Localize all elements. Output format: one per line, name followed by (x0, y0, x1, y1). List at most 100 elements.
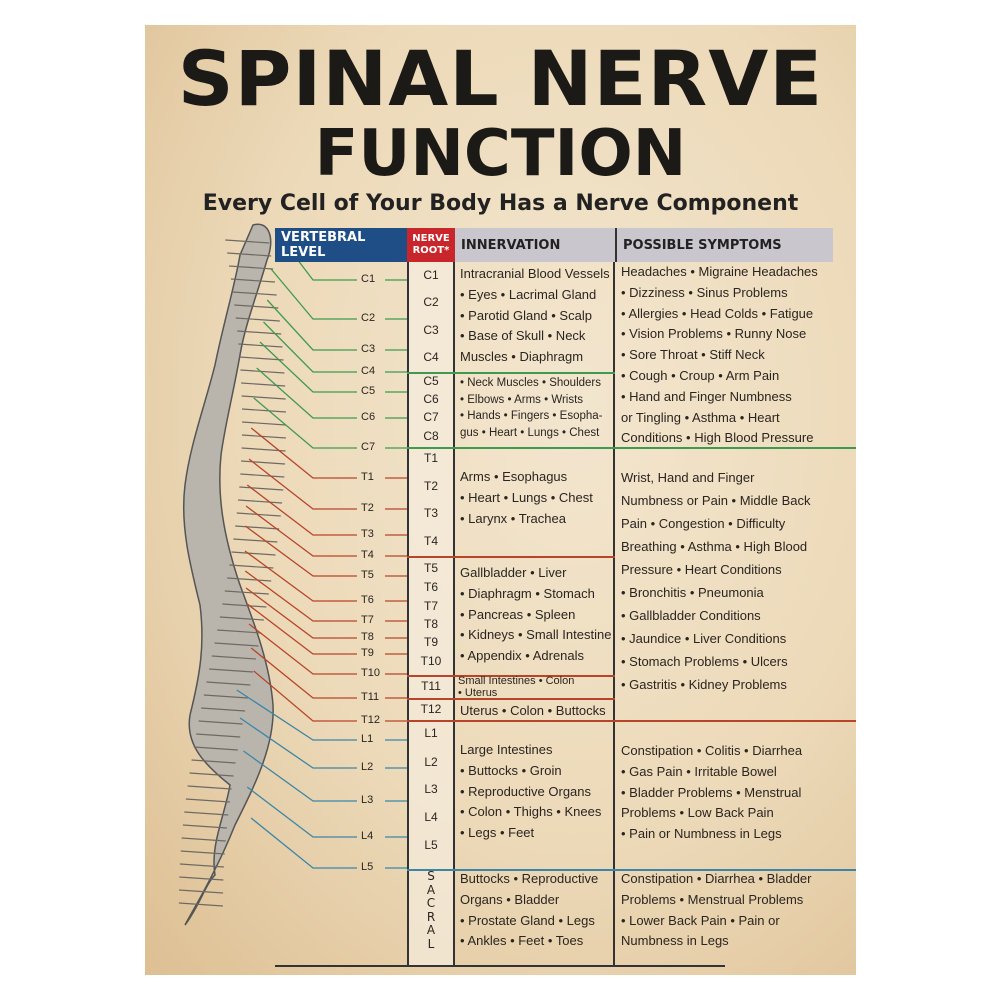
text-line: Numbness or Pain • Middle Back (621, 493, 811, 508)
text-line: Large Intestines (460, 742, 553, 757)
text-line: • Reproductive Organs (460, 783, 592, 799)
innervation-t12: Uterus • Colon • Buttocks (460, 702, 606, 720)
text-line: Headaches • Migraine Headaches (621, 264, 818, 279)
leader-line-c2 (270, 268, 357, 320)
nerve-root-l1: L1 (424, 726, 438, 740)
vertebra-ridge (187, 785, 232, 790)
row-divider (407, 675, 615, 677)
sacral-letter: S (427, 869, 435, 883)
vertebra-ridge (219, 616, 264, 621)
text-line: Intracranial Blood Vessels (460, 266, 610, 281)
vertebra-ridge (232, 291, 277, 296)
text-line: Uterus • Colon • Buttocks (460, 703, 606, 718)
vertebra-ridge (206, 681, 251, 686)
leader-line-t12 (253, 670, 357, 722)
text-line: Gallbladder • Liver (460, 565, 567, 580)
vertebral-label-c2: C2 (361, 312, 376, 324)
text-line: • Larynx • Trachea (460, 511, 566, 526)
vertebra-ridge (239, 486, 284, 491)
text-line: • Hand and Finger Numbness (621, 388, 792, 404)
vertebra-ridge (179, 889, 224, 894)
vertebra-ridge (237, 330, 282, 335)
nerve-root-l5: L5 (424, 838, 438, 852)
text-line: gus • Heart • Lungs • Chest (460, 426, 600, 439)
vertebra-ridge (191, 759, 236, 764)
nerve-root-t7: T7 (423, 599, 438, 613)
text-line: • Allergies • Head Colds • Fatigue (621, 305, 814, 321)
vertebra-ridge (189, 772, 234, 777)
leader-line-t7 (244, 570, 357, 622)
row-divider (407, 698, 615, 700)
text-line: Pressure • Heart Conditions (621, 562, 782, 577)
vertebra-ridge (236, 512, 281, 517)
leader-line-t2 (248, 458, 357, 510)
vertebra-ridge (179, 863, 224, 868)
vertebral-label-t1: T1 (361, 471, 374, 483)
vertebra-ridge (241, 460, 286, 465)
vertebra-ridge (240, 369, 285, 374)
text-line: • Pain or Numbness in Legs (621, 826, 782, 842)
nerve-root-t1: T1 (423, 451, 438, 465)
leader-line-l1 (236, 689, 357, 741)
column-divider (613, 262, 615, 965)
nerve-root-t4: T4 (423, 534, 438, 548)
vertebral-label-c3: C3 (361, 343, 376, 355)
vertebra-ridge (209, 668, 254, 673)
sacral-letter: A (426, 882, 436, 897)
header-nerve-root-line1: NERVE (412, 233, 450, 244)
nerve-root-column (407, 262, 455, 965)
leader-line-l4 (246, 786, 357, 838)
text-line: • Legs • Feet (460, 825, 535, 841)
vertebra-ridge (233, 538, 278, 543)
vertebra-ridge (241, 434, 286, 439)
spine-illustration (178, 223, 407, 926)
title-line-1: SPINAL NERVE (177, 34, 824, 123)
text-line: Wrist, Hand and Finger (621, 470, 755, 485)
innervation-c1-c4: Intracranial Blood Vessels• Eyes • Lacri… (460, 264, 610, 368)
vertebra-ridge (240, 473, 285, 478)
vertebra-ridge (184, 811, 229, 816)
innervation-t1-t4: Arms • Esophagus• Heart • Lungs • Chest•… (460, 466, 593, 529)
vertebra-ridge (231, 551, 276, 556)
vertebra-ridge (196, 733, 241, 738)
vertebra-ridge (193, 746, 238, 751)
vertebral-label-t11: T11 (361, 691, 380, 703)
vertebra-ridge (217, 629, 262, 634)
leader-line-t6 (244, 550, 357, 602)
text-line: • Ankles • Feet • Toes (460, 933, 584, 949)
vertebra-ridge (178, 902, 223, 907)
vertebra-ridge (227, 577, 272, 582)
vertebra-ridge (235, 317, 280, 322)
nerve-root-t6: T6 (423, 580, 438, 594)
vertebra-ridge (181, 837, 226, 842)
leader-line-t4 (245, 505, 357, 557)
leader-line-l3 (243, 750, 357, 802)
row-divider (407, 556, 615, 558)
text-line: • Jaundice • Liver Conditions (621, 631, 787, 646)
leader-line-c4 (263, 321, 357, 373)
vertebra-ridge (238, 499, 283, 504)
text-line: • Lower Back Pain • Pain or (621, 912, 780, 928)
text-line: • Elbows • Arms • Wrists (460, 393, 584, 406)
vertebra-ridge (241, 408, 287, 413)
text-line: Problems • Low Back Pain (621, 805, 774, 821)
nerve-root-t8: T8 (423, 617, 438, 631)
header-innervation: INNERVATION (455, 228, 615, 262)
vertebral-label-t6: T6 (361, 594, 374, 606)
text-line: • Uterus (458, 687, 498, 699)
vertebral-label-t4: T4 (361, 549, 374, 561)
text-line: Conditions • High Blood Pressure (621, 430, 814, 446)
text-line: • Appendix • Adrenals (460, 648, 585, 664)
vertebra-ridge (229, 564, 274, 569)
symptoms-lumbar: Constipation • Colitis • Diarrhea• Gas P… (621, 741, 802, 845)
row-divider (275, 965, 725, 967)
sacral-letter: L (427, 936, 435, 951)
text-line: Problems • Menstrual Problems (621, 891, 804, 907)
nerve-root-t11: T11 (421, 679, 441, 693)
vertebral-label-l5: L5 (361, 861, 374, 873)
vertebral-label-t5: T5 (361, 569, 374, 581)
text-line: Constipation • Colitis • Diarrhea (621, 743, 803, 758)
vertebra-ridge (238, 343, 283, 348)
nerve-root-c6: C6 (423, 392, 439, 406)
vertebral-label-t7: T7 (361, 614, 374, 626)
